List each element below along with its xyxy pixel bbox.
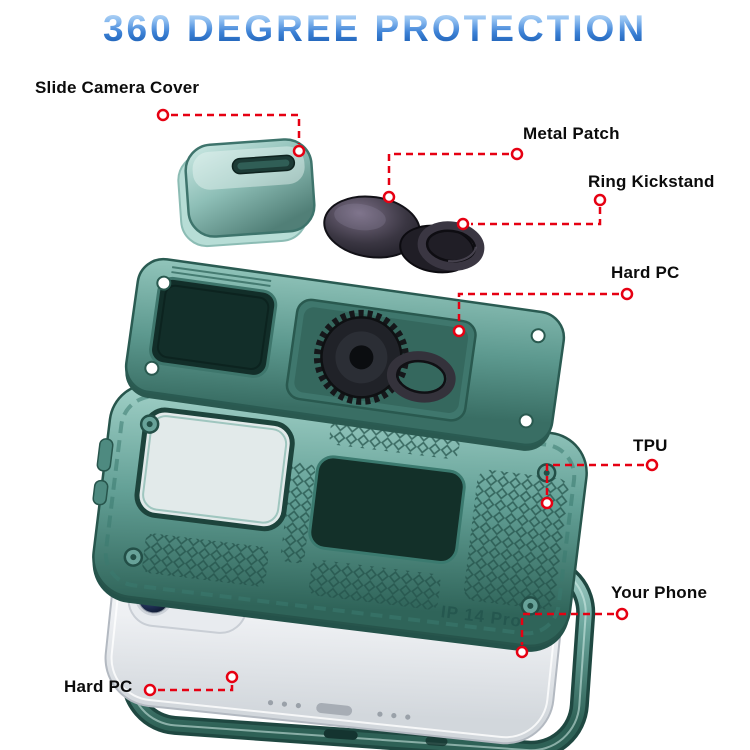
case-kickstand-cutout [308, 455, 466, 565]
frame-speaker-cutout [425, 736, 448, 747]
plate-corner-holes [144, 275, 546, 429]
tpu-case-part: IP 14 Pro [92, 382, 588, 652]
label-hard-pc-top: Hard PC [611, 263, 680, 282]
label-ring-kickstand: Ring Kickstand [588, 172, 715, 191]
label-hard-pc-bottom: Hard PC [64, 677, 133, 696]
label-tpu: TPU [633, 436, 668, 455]
slide-camera-cover-part [177, 138, 316, 248]
case-camera-cutout [134, 407, 295, 532]
ring-kickstand-part [323, 195, 485, 274]
frame-port-cutout [323, 729, 358, 740]
case-volume-button [96, 438, 114, 472]
plate-camera-window [149, 276, 278, 378]
label-metal-patch: Metal Patch [523, 124, 620, 143]
label-your-phone: Your Phone [611, 583, 708, 602]
label-slide-camera-cover: Slide Camera Cover [35, 78, 200, 97]
phone-charging-port [316, 703, 353, 716]
plate-kickstand-mechanism [313, 309, 456, 405]
page-title: 360 DEGREE PROTECTION [0, 8, 750, 50]
hard-pc-plate-part [124, 257, 566, 451]
kickstand-ring [417, 221, 485, 271]
case-volume-button [92, 479, 109, 506]
